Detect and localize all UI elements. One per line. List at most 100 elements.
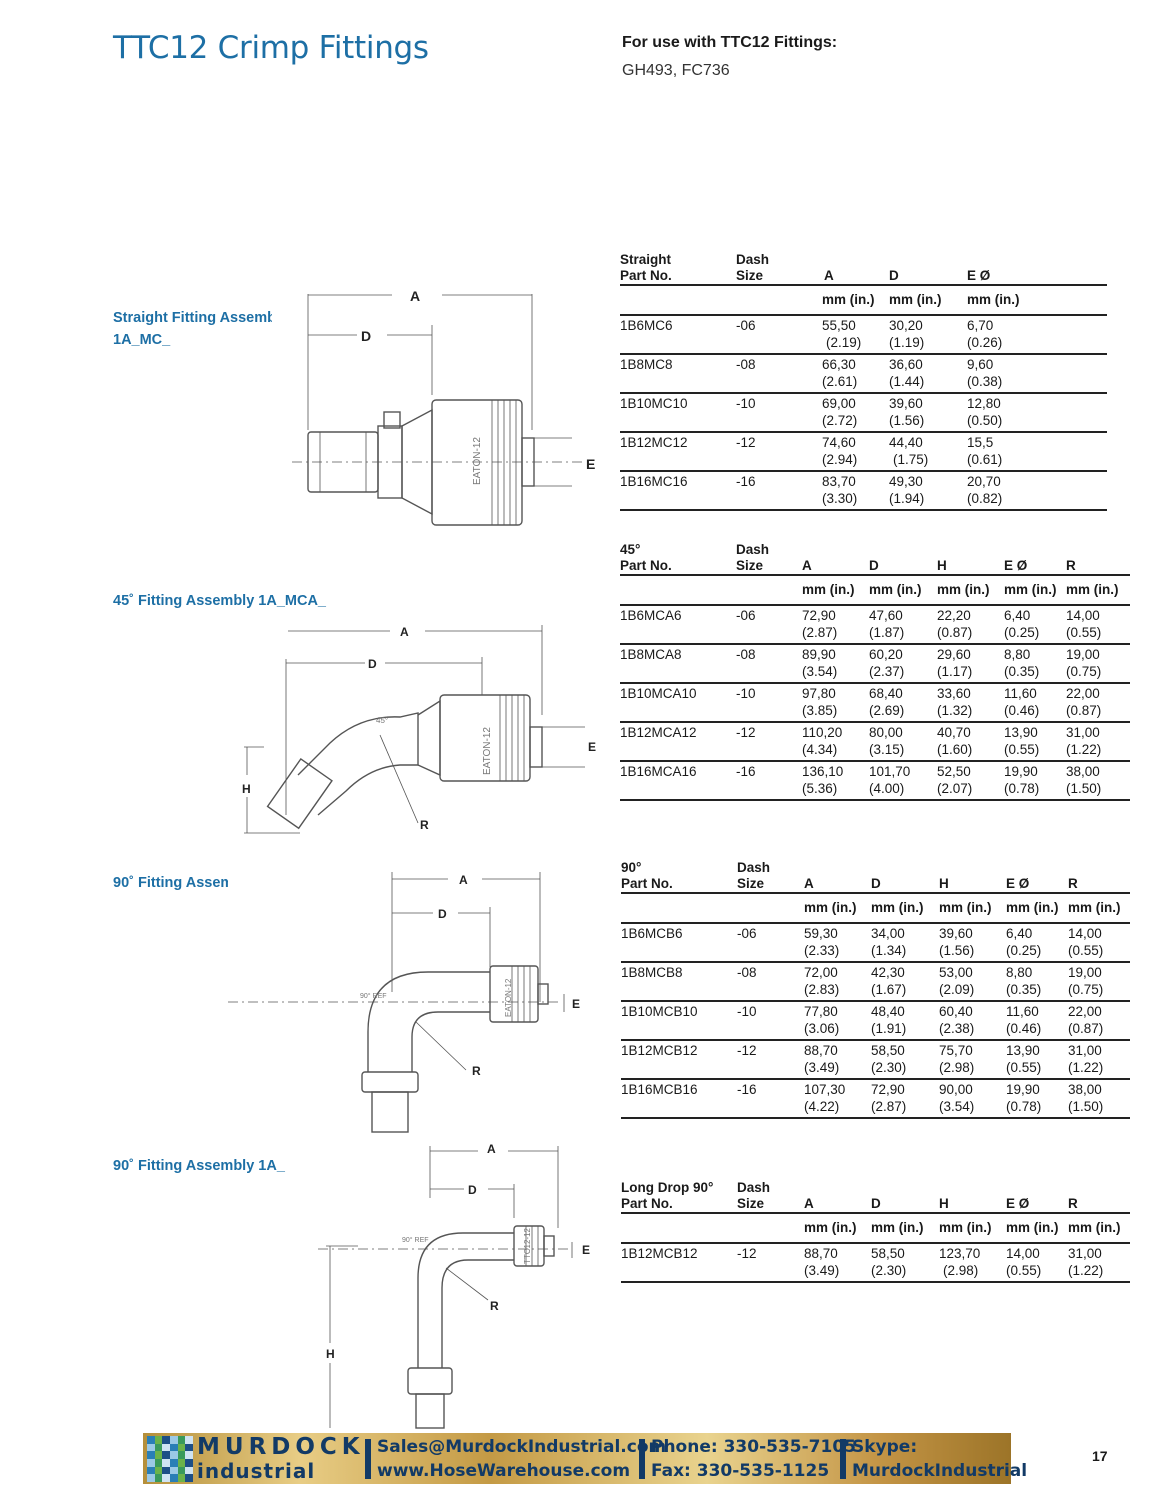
value-cell: 97,80(3.85) (802, 682, 869, 722)
part-no: 1B12MC12 (620, 431, 736, 471)
unit-label: mm (in.) (937, 574, 1004, 605)
brand-subname: industrial (197, 1459, 316, 1483)
dash-size: -12 (737, 1039, 804, 1079)
dim-label-e: E (586, 456, 595, 472)
logo-tile (185, 1436, 193, 1444)
value-cell: 22,00(0.87) (1068, 1000, 1130, 1040)
fitting-90-drawing: A D E R 90° REF EATON-12 (228, 862, 608, 1138)
value-cell: 74,60(2.94) (822, 431, 889, 471)
value-cell: 6,40(0.25) (1004, 604, 1066, 644)
brand-name: MURDOCK (197, 1434, 365, 1460)
value-cell: 31,00(1.22) (1066, 721, 1130, 761)
unit-label: mm (in.) (1006, 1212, 1068, 1243)
table-row: 1B8MCA8 -08 89,90(3.54) 60,20(2.37) 29,6… (620, 643, 1130, 683)
value-cell: 88,70(3.49) (804, 1039, 871, 1079)
part-no: 1B12MCB12 (621, 1039, 737, 1079)
value-cell: 31,00(1.22) (1068, 1242, 1130, 1283)
dash-size: -12 (737, 1242, 804, 1283)
angle-label: 45° (376, 716, 388, 725)
logo-tile (185, 1443, 193, 1452)
dim-label-e: E (572, 997, 580, 1011)
value-cell: 88,70(3.49) (804, 1242, 871, 1283)
logo-tile (177, 1451, 186, 1459)
logo-tile (147, 1474, 155, 1482)
unit-label: mm (in.) (802, 574, 869, 605)
logo-tile (177, 1474, 186, 1482)
logo-tile (169, 1443, 178, 1452)
value-cell: 15,5(0.61) (967, 431, 1107, 471)
table-row: 1B8MC8 -08 66,30(2.61) 36,60(1.44) 9,60(… (620, 353, 1107, 393)
value-cell: 83,70(3.30) (822, 470, 889, 511)
footer-email-link[interactable]: Sales@MurdockIndustrial.com (377, 1437, 667, 1457)
unit-label: mm (in.) (804, 892, 871, 923)
value-cell: 30,20(1.19) (889, 314, 967, 354)
footer-phone: Phone: 330-535-7105 (651, 1437, 856, 1457)
value-cell: 39,60(1.56) (939, 922, 1006, 962)
part-no-header: 90°Part No. (621, 860, 673, 891)
part-no: 1B12MCB12 (621, 1242, 737, 1283)
col-header-h: H (939, 876, 949, 891)
logo-tile (154, 1458, 163, 1467)
dash-size: -16 (737, 1078, 804, 1119)
table-row: 1B8MCB8 -08 72,00(2.83) 42,30(1.67) 53,0… (621, 961, 1130, 1001)
unit-label: mm (in.) (939, 892, 1006, 923)
value-cell: 19,90(0.78) (1004, 760, 1066, 801)
footer-banner: MURDOCK industrial Sales@MurdockIndustri… (143, 1433, 1027, 1484)
part-no-header: 45°Part No. (620, 542, 672, 573)
value-cell: 72,90(2.87) (871, 1078, 939, 1119)
value-cell: 38,00(1.50) (1068, 1078, 1130, 1119)
section-label-long-drop: 90˚ Fitting Assembly 1A_ (113, 1158, 285, 1174)
value-cell: 60,20(2.37) (869, 643, 937, 683)
value-cell: 55,50(2.19) (822, 314, 889, 354)
logo-tile (147, 1436, 155, 1444)
value-cell: 13,90(0.55) (1006, 1039, 1068, 1079)
eaton-stamp: EATON-12 (472, 437, 483, 485)
value-cell: 101,70(4.00) (869, 760, 937, 801)
footer-skype-label: Skype: (852, 1437, 918, 1457)
fitting-long-drop-drawing: A D E H R 90° REF TTC12-12 (318, 1138, 608, 1430)
unit-label: mm (in.) (967, 284, 1107, 315)
value-cell: 66,30(2.61) (822, 353, 889, 393)
value-cell: 48,40(1.91) (871, 1000, 939, 1040)
col-header-e: E Ø (967, 268, 991, 283)
dash-size: -12 (736, 431, 822, 471)
for-use-list: GH493, FC736 (622, 62, 730, 79)
col-header-e: E Ø (1006, 876, 1030, 891)
value-cell: 60,40(2.38) (939, 1000, 1006, 1040)
dim-label-a: A (400, 625, 409, 639)
ref-label: 90° REF (360, 992, 387, 1000)
value-cell: 14,00(0.55) (1068, 922, 1130, 962)
value-cell: 29,60(1.17) (937, 643, 1004, 683)
value-cell: 11,60(0.46) (1006, 1000, 1068, 1040)
col-header-d: D (869, 558, 879, 573)
value-cell: 19,00(0.75) (1068, 961, 1130, 1001)
col-header-r: R (1066, 558, 1076, 573)
logo-tile (177, 1436, 186, 1444)
unit-label: mm (in.) (939, 1212, 1006, 1243)
part-no: 1B16MC16 (620, 470, 736, 511)
table-row: 1B10MCB10 -10 77,80(3.06) 48,40(1.91) 60… (621, 1000, 1130, 1040)
logo-tile (154, 1443, 163, 1452)
value-cell: 59,30(2.33) (804, 922, 871, 962)
dim-label-h: H (242, 782, 251, 796)
value-cell: 80,00(3.15) (869, 721, 937, 761)
section-label-line2: 1A_MC_ (113, 332, 171, 348)
value-cell: 9,60(0.38) (967, 353, 1107, 393)
footer-website-link[interactable]: www.HoseWarehouse.com (377, 1461, 631, 1481)
dash-size: -10 (736, 392, 822, 432)
value-cell: 22,00(0.87) (1066, 682, 1130, 722)
dim-label-a: A (459, 873, 468, 887)
table-row: 1B6MC6 -06 55,50(2.19) 30,20(1.19) 6,70(… (620, 314, 1107, 354)
col-header-a: A (804, 876, 814, 891)
value-cell: 42,30(1.67) (871, 961, 939, 1001)
value-cell: 8,80(0.35) (1006, 961, 1068, 1001)
logo-tile (162, 1451, 170, 1459)
value-cell: 123,70(2.98) (939, 1242, 1006, 1283)
dim-label-r: R (420, 818, 429, 832)
logo-tile (169, 1474, 178, 1482)
footer-skype-id: MurdockIndustrial (852, 1461, 1028, 1481)
value-cell: 31,00(1.22) (1068, 1039, 1130, 1079)
